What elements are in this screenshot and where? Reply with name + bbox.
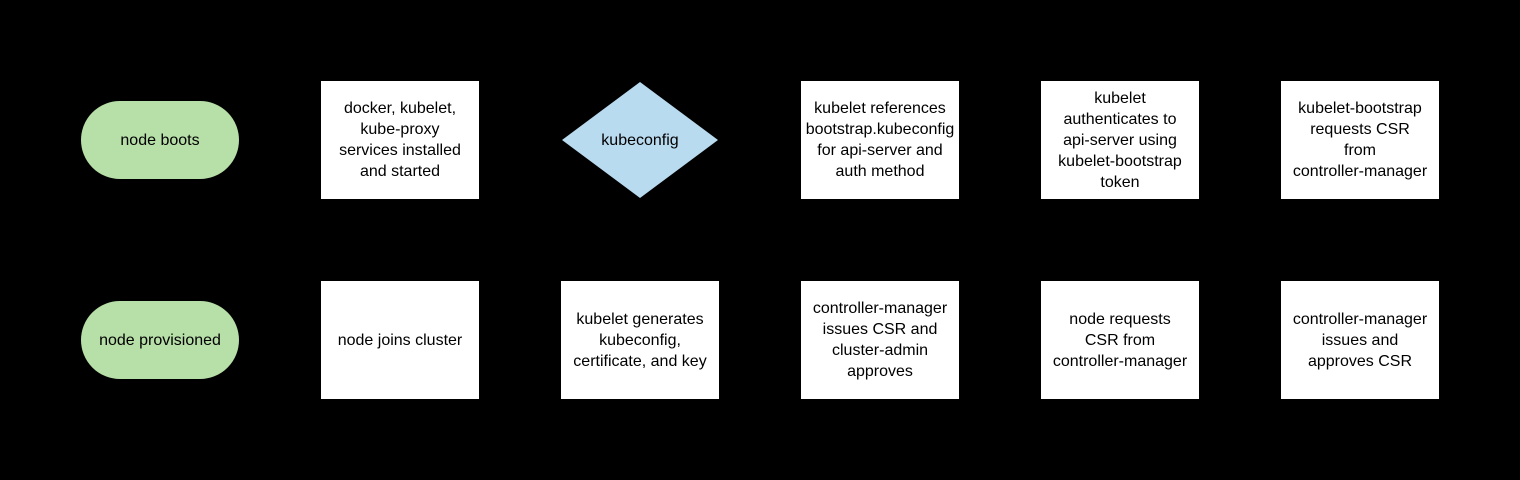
process-node-joins-cluster: node joins cluster bbox=[320, 280, 480, 400]
decision-kubeconfig: kubeconfig bbox=[562, 82, 718, 198]
process-cm-issues-csr-admin-approves: controller-manager issues CSR and cluste… bbox=[800, 280, 960, 400]
process-kubelet-bootstrap-requests-csr: kubelet-bootstrap requests CSR from cont… bbox=[1280, 80, 1440, 200]
terminal-node-boots: node boots bbox=[80, 100, 240, 180]
terminal-node-provisioned: node provisioned bbox=[80, 300, 240, 380]
process-kubelet-generates: kubelet generates kubeconfig, certificat… bbox=[560, 280, 720, 400]
process-services-installed: docker, kubelet, kube-proxy services ins… bbox=[320, 80, 480, 200]
process-node-requests-csr: node requests CSR from controller-manage… bbox=[1040, 280, 1200, 400]
process-kubelet-references-bootstrap: kubelet references bootstrap.kubeconfig … bbox=[800, 80, 960, 200]
process-kubelet-authenticates: kubelet authenticates to api-server usin… bbox=[1040, 80, 1200, 200]
process-cm-issues-and-approves-csr: controller-manager issues and approves C… bbox=[1280, 280, 1440, 400]
